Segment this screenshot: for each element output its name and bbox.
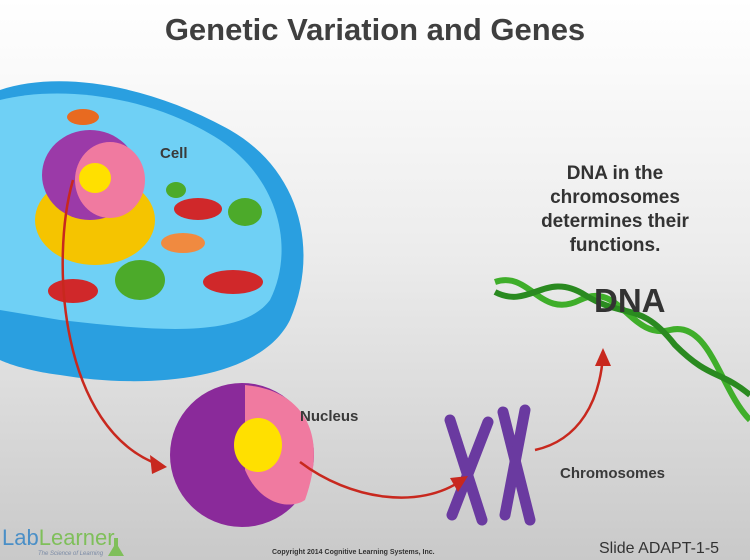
- slide-number: Slide ADAPT-1-5: [599, 540, 720, 557]
- dna-helix-illustration: [493, 277, 750, 423]
- chromosome-illustration: [444, 404, 536, 526]
- cell-illustration: [0, 81, 304, 382]
- label-cell: Cell: [160, 145, 188, 162]
- nucleus-illustration: [170, 383, 314, 527]
- arrow-heads: [150, 348, 611, 492]
- logo-part2: Learner: [38, 525, 115, 550]
- dna-caption: DNA in the chromosomes determines their …: [541, 163, 689, 256]
- slide-title: Genetic Variation and Genes: [164, 12, 586, 47]
- label-dna: DNA: [594, 282, 666, 319]
- label-nucleus: Nucleus: [300, 408, 359, 425]
- lablearner-logo: LabLearner: [2, 526, 115, 550]
- copyright: Copyright 2014 Cognitive Learning System…: [272, 549, 435, 556]
- label-chromosomes: Chromosomes: [560, 465, 666, 482]
- logo-tagline: The Science of Learning: [38, 551, 104, 557]
- logo-part1: Lab: [2, 525, 39, 550]
- process-arrows: [61, 179, 605, 499]
- flask-icon: [108, 538, 124, 556]
